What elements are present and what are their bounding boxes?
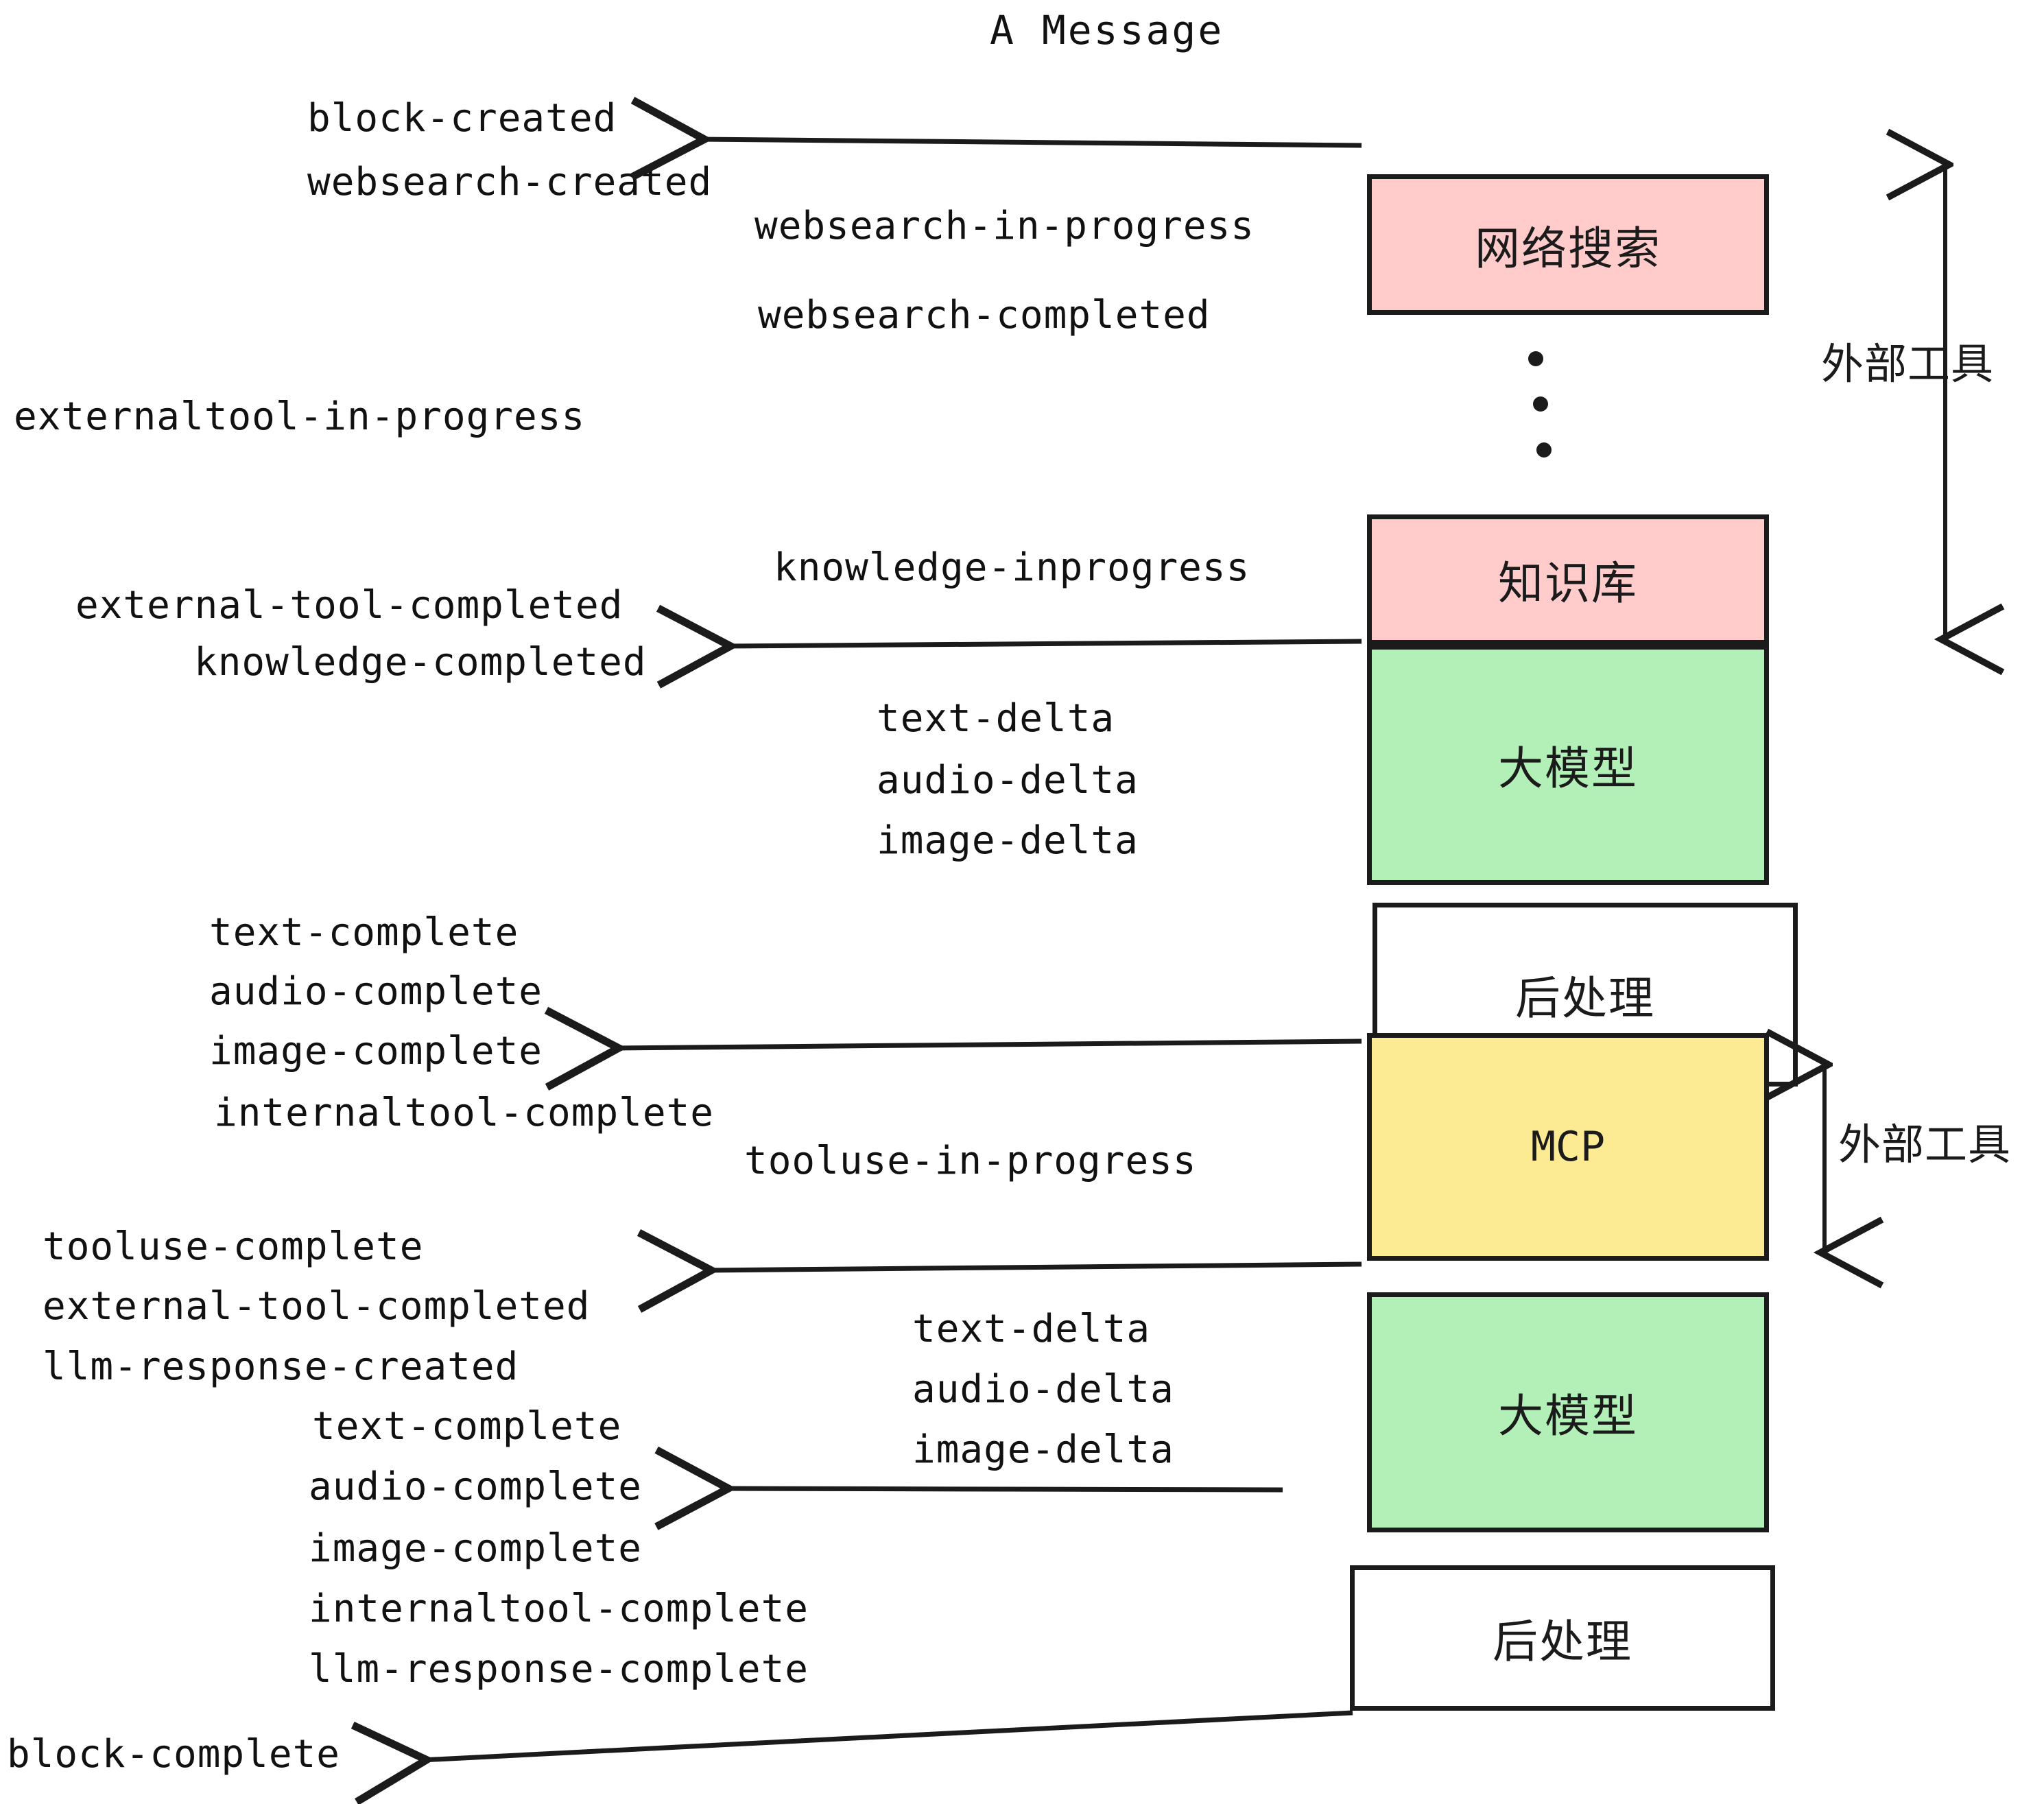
node-llm-second[interactable]: 大模型 [1367, 1292, 1769, 1532]
ellipsis-dot-icon [1536, 442, 1552, 458]
arrow-postprocess-to-block-complete [422, 1710, 1353, 1760]
ellipsis-dot-icon [1528, 351, 1543, 366]
node-llm-first-label: 大模型 [1498, 742, 1638, 795]
event-externaltool-in-progress: externaltool-in-progress [14, 394, 586, 439]
node-websearch[interactable]: 网络搜索 [1367, 174, 1769, 315]
node-postprocess-second-label: 后处理 [1493, 1615, 1632, 1668]
ellipsis-dot-icon [1533, 396, 1548, 412]
group-label-external-tool-top: 外部工具 [1821, 339, 1995, 389]
event-websearch-created: websearch-created [307, 160, 713, 204]
event-internaltool-complete-1: internaltool-complete [214, 1091, 715, 1135]
node-postprocess-second[interactable]: 后处理 [1350, 1565, 1775, 1711]
event-websearch-completed: websearch-completed [758, 293, 1211, 337]
event-image-complete-2: image-complete [309, 1526, 643, 1571]
event-websearch-in-progress: websearch-in-progress [754, 204, 1255, 248]
arrow-knowledge-to-completed [726, 641, 1362, 646]
event-tooluse-in-progress: tooluse-in-progress [744, 1139, 1197, 1183]
node-websearch-label: 网络搜索 [1475, 222, 1661, 275]
node-knowledge-label: 知识库 [1498, 557, 1638, 610]
event-audio-complete-1: audio-complete [209, 969, 543, 1014]
node-postprocess-first-label: 后处理 [1515, 972, 1655, 1025]
group-label-external-tool-bottom: 外部工具 [1838, 1119, 2012, 1170]
arrow-mcp-to-tooluse-complete [706, 1264, 1362, 1270]
node-mcp[interactable]: MCP [1367, 1033, 1769, 1261]
event-block-complete: block-complete [7, 1732, 341, 1777]
event-audio-delta-2: audio-delta [912, 1367, 1174, 1412]
node-llm-first[interactable]: 大模型 [1367, 645, 1769, 885]
arrow-websearch-to-created [700, 139, 1362, 145]
event-image-complete-1: image-complete [209, 1029, 543, 1073]
event-external-tool-completed-2: external-tool-completed [43, 1284, 591, 1329]
event-llm-response-created: llm-response-created [43, 1344, 519, 1389]
event-audio-delta-1: audio-delta [877, 758, 1139, 803]
event-block-created: block-created [307, 96, 617, 141]
event-tooluse-complete: tooluse-complete [43, 1224, 424, 1269]
event-text-delta-1: text-delta [877, 696, 1115, 741]
page-title: A Message [990, 7, 1224, 54]
node-knowledge[interactable]: 知识库 [1367, 514, 1769, 645]
event-external-tool-completed-1: external-tool-completed [75, 583, 623, 628]
node-mcp-label: MCP [1530, 1123, 1606, 1171]
event-audio-complete-2: audio-complete [309, 1464, 643, 1509]
event-text-complete-1: text-complete [209, 910, 519, 955]
event-text-complete-2: text-complete [312, 1404, 622, 1449]
node-llm-second-label: 大模型 [1498, 1390, 1638, 1443]
event-image-delta-1: image-delta [877, 818, 1139, 863]
event-internaltool-complete-2: internaltool-complete [309, 1587, 809, 1631]
arrow-postprocess-to-image-complete [614, 1041, 1362, 1048]
event-knowledge-completed: knowledge-completed [194, 640, 647, 685]
event-text-delta-2: text-delta [912, 1307, 1151, 1351]
event-knowledge-inprogress: knowledge-inprogress [774, 545, 1250, 590]
event-image-delta-2: image-delta [912, 1427, 1174, 1472]
event-llm-response-complete: llm-response-complete [309, 1647, 809, 1692]
arrow-llm-to-audio-complete [724, 1488, 1283, 1490]
